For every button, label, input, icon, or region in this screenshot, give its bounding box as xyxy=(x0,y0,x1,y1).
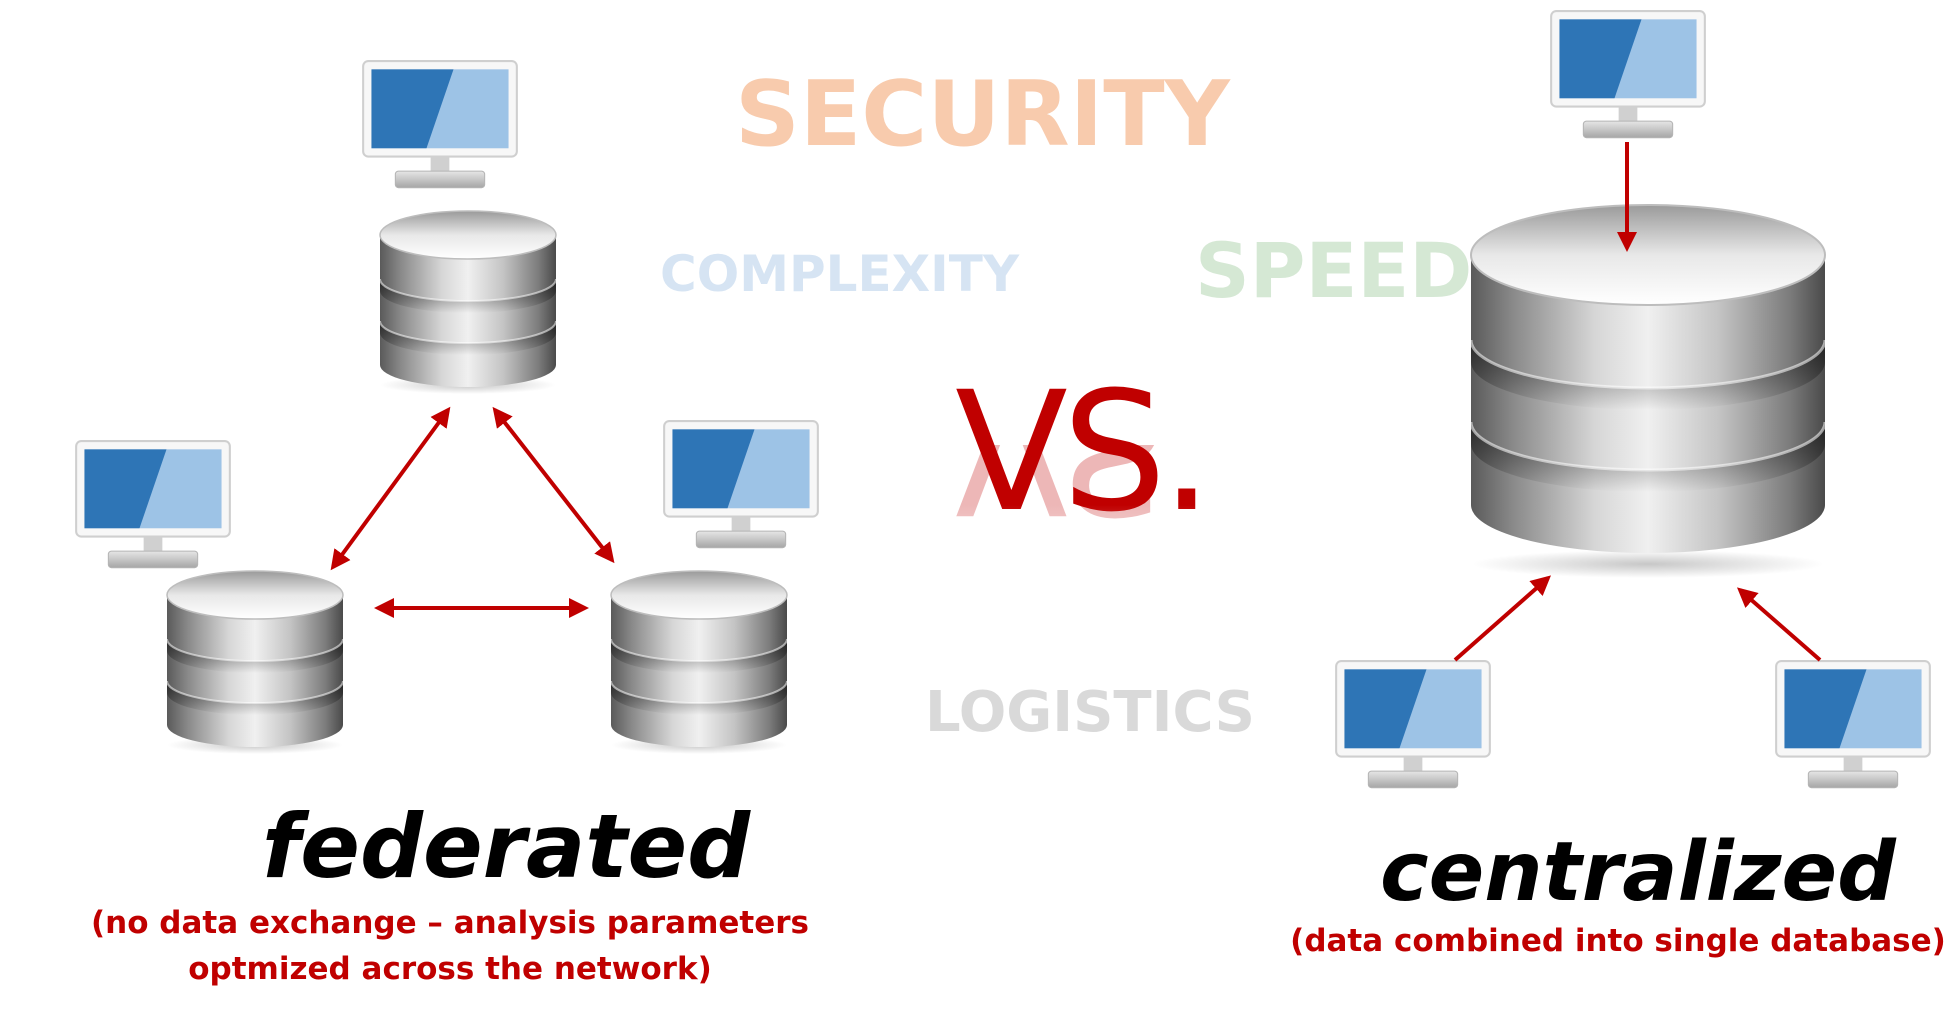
monitor-icon xyxy=(75,440,231,569)
speed-label: SPEED xyxy=(1195,226,1473,315)
monitor-icon xyxy=(663,420,819,549)
federated-caption-line-1: (no data exchange – analysis parameters xyxy=(90,905,809,941)
double-arrow-icon xyxy=(492,406,615,564)
complexity-label: COMPLEXITY xyxy=(660,245,1020,303)
centralized-caption: (data combined into single database) xyxy=(1290,923,1946,959)
database-icon xyxy=(1469,203,1827,580)
federated-network xyxy=(75,60,819,755)
monitor-icon xyxy=(1335,660,1491,789)
versus-label: VS. VS. xyxy=(955,370,1235,625)
double-arrow-icon xyxy=(330,406,451,571)
monitor-icon xyxy=(1775,660,1931,789)
database-icon xyxy=(610,570,788,755)
arrow-icon xyxy=(1453,575,1552,662)
database-icon xyxy=(379,210,557,395)
database-icon xyxy=(166,570,344,755)
federated-caption: (no data exchange – analysis parameters … xyxy=(90,900,810,992)
arrow-icon xyxy=(1736,587,1822,662)
centralized-network xyxy=(1335,10,1931,789)
federated-title: federated xyxy=(262,795,751,898)
monitor-icon xyxy=(1550,10,1706,139)
security-label: SECURITY xyxy=(735,62,1230,167)
centralized-title: centralized xyxy=(1380,825,1896,920)
monitor-icon xyxy=(362,60,518,189)
logistics-label: LOGISTICS xyxy=(925,680,1255,745)
federated-caption-line-2: optmized across the network) xyxy=(188,951,712,987)
